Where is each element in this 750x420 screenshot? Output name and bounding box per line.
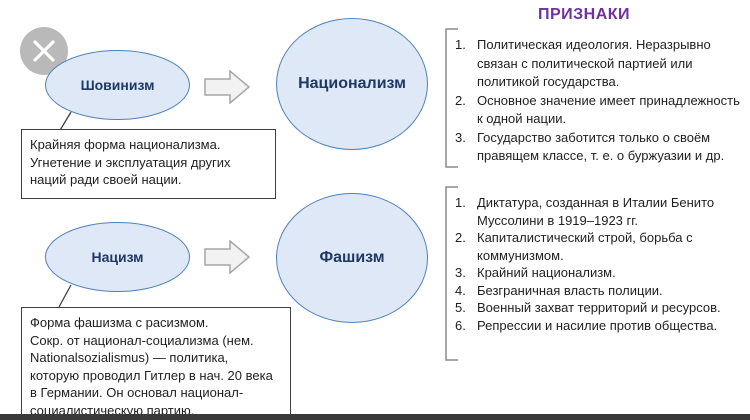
nazism-description: Форма фашизма с расизмом. Сокр. от нацио… bbox=[21, 307, 291, 419]
list-item: 1.Политическая идеология. Неразрывно свя… bbox=[455, 37, 711, 89]
list-item: 2.Основное значение имеет принадлежность… bbox=[455, 92, 740, 127]
nazism-ellipse: Нацизм bbox=[45, 222, 190, 292]
list-item: 2.Капиталистический строй, борьба с комм… bbox=[455, 230, 693, 263]
nationalism-ellipse: Национализм bbox=[276, 18, 428, 150]
bracket-1 bbox=[445, 28, 458, 168]
features-title: ПРИЗНАКИ bbox=[537, 6, 631, 23]
fascism-features-list: 1.Диктатура, созданная в Италии Бенито М… bbox=[455, 194, 745, 334]
arrow-right-icon bbox=[204, 70, 250, 104]
connector-line bbox=[58, 111, 72, 133]
bottom-edge bbox=[0, 414, 750, 420]
list-item: 1.Диктатура, созданная в Италии Бенито М… bbox=[455, 195, 715, 228]
close-icon bbox=[33, 40, 55, 62]
chauvinism-ellipse: Шовинизм bbox=[45, 50, 190, 120]
list-item: 6.Репрессии и насилие против общества. bbox=[455, 317, 718, 333]
list-item: 3.Крайний национализм. bbox=[455, 265, 616, 280]
close-button[interactable] bbox=[20, 27, 68, 75]
fascism-ellipse: Фашизм bbox=[276, 193, 428, 323]
list-item: 4.Безграничная власть полиции. bbox=[455, 282, 663, 298]
list-item: 3.Государство заботится только о своём п… bbox=[455, 129, 725, 164]
bracket-2 bbox=[445, 186, 458, 361]
arrow-right-icon bbox=[204, 240, 250, 274]
chauvinism-description: Крайняя форма национализма. Угнетение и … bbox=[21, 129, 276, 199]
connector-line bbox=[58, 284, 72, 308]
nationalism-features-list: 1.Политическая идеология. Неразрывно свя… bbox=[455, 36, 745, 166]
list-item: 5.Военный захват территорий и ресурсов. bbox=[455, 300, 721, 315]
